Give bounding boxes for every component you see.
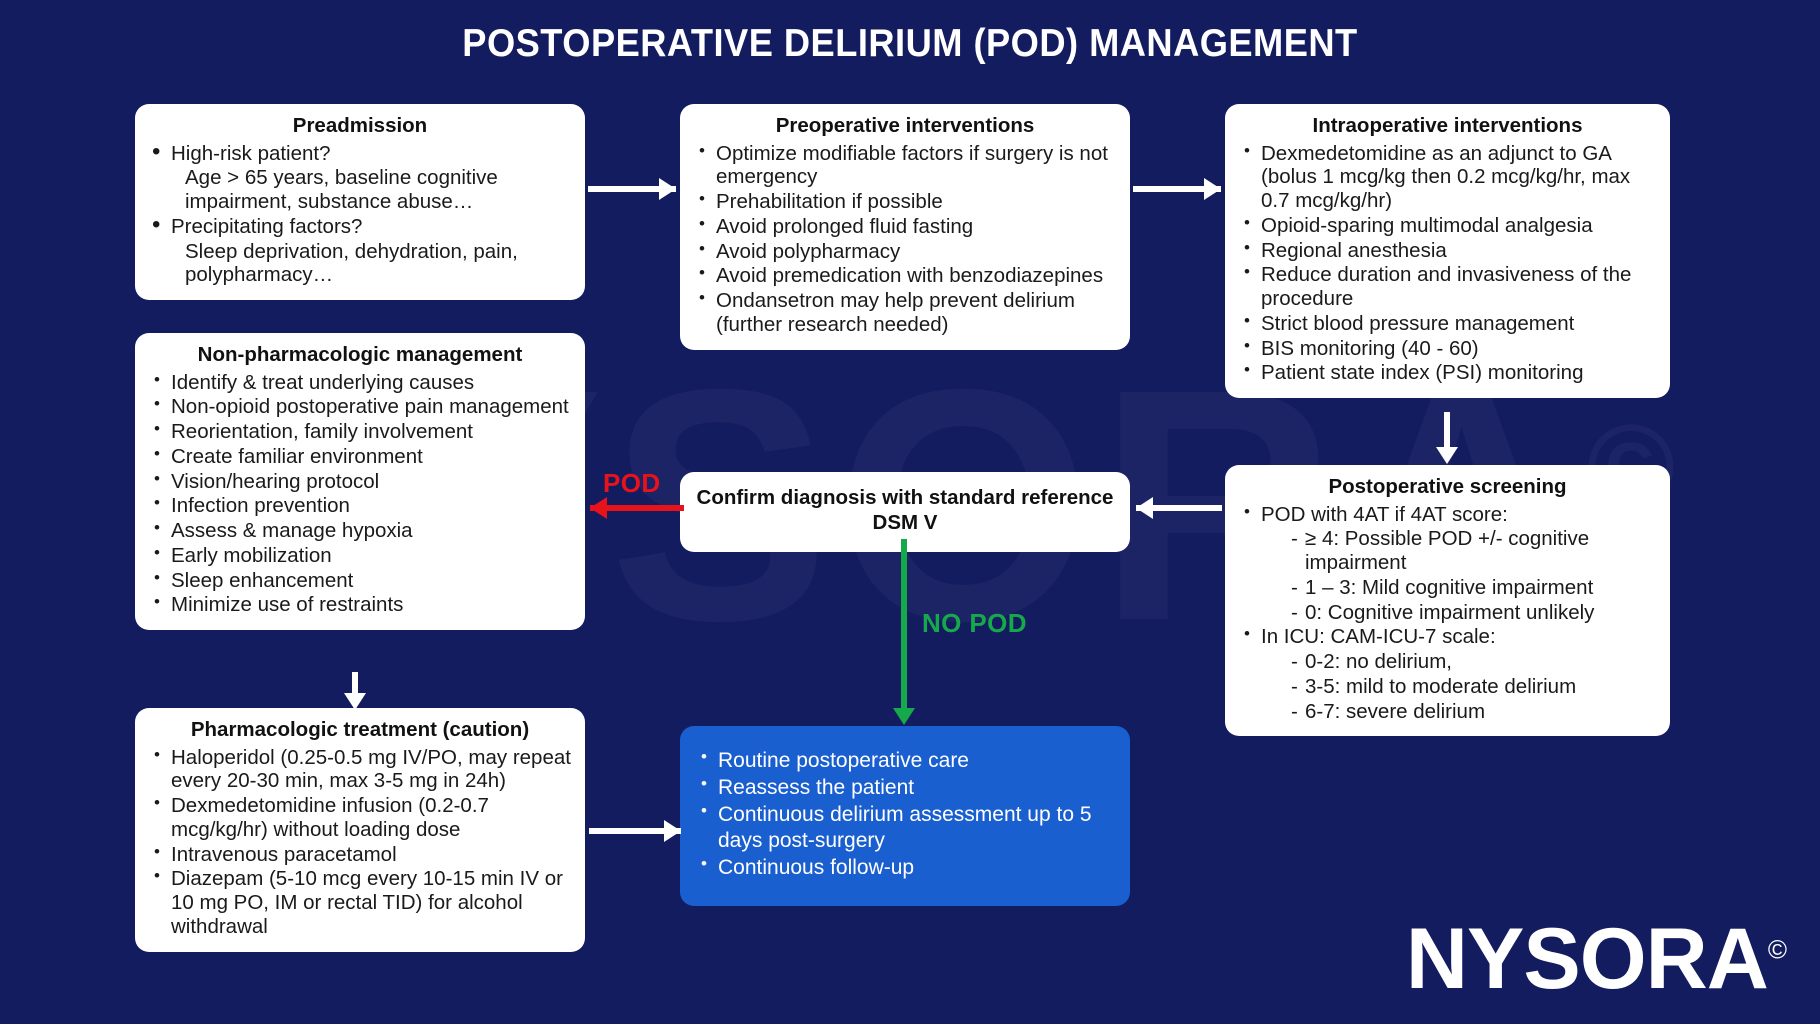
card-preadmission: Preadmission High-risk patient? Age > 65… — [135, 104, 585, 301]
nysora-logo: NYSORA© — [1406, 916, 1787, 1002]
card-pharmacologic-list: Haloperidol (0.25-0.5 mg IV/PO, may repe… — [149, 745, 571, 939]
list-item: Routine postoperative care — [696, 747, 1114, 773]
card-preoperative-title: Preoperative interventions — [775, 114, 1035, 137]
list-item: Identify & treat underlying causes — [149, 370, 571, 395]
card-confirm-diagnosis-title: Confirm diagnosis with standard referenc… — [696, 486, 1114, 534]
list-item: Haloperidol (0.25-0.5 mg IV/PO, may repe… — [149, 745, 571, 794]
list-item: Early mobilization — [149, 543, 571, 568]
card-pharmacologic-treatment: Pharmacologic treatment (caution) Halope… — [135, 708, 585, 952]
list-item: Avoid premedication with benzodiazepines — [694, 263, 1116, 288]
card-postoperative-screening-title: Postoperative screening — [1328, 475, 1567, 498]
page-title: POSTOPERATIVE DELIRIUM (POD) MANAGEMENT — [462, 22, 1358, 65]
list-item: POD with 4AT if 4AT score: — [1239, 502, 1656, 527]
card-postoperative-screening: Postoperative screening POD with 4AT if … — [1225, 465, 1670, 737]
list-item: Avoid prolonged fluid fasting — [694, 214, 1116, 239]
list-item: Intravenous paracetamol — [149, 842, 571, 867]
nysora-logo-text: NYSORA — [1405, 911, 1769, 1007]
edge-label-no-pod: NO POD — [922, 608, 1027, 638]
list-item: Age > 65 years, baseline cognitive impai… — [185, 166, 498, 214]
list-item: Reorientation, family involvement — [149, 419, 571, 444]
card-postoperative-screening-list: POD with 4AT if 4AT score: ≥ 4: Possible… — [1239, 502, 1656, 724]
list-item: Opioid-sparing multimodal analgesia — [1239, 213, 1656, 238]
list-item: Reduce duration and invasiveness of the … — [1239, 262, 1656, 311]
card-preoperative-interventions: Preoperative interventions Optimize modi… — [680, 104, 1130, 350]
list-item: Reassess the patient — [696, 774, 1114, 800]
edge-label-pod: POD — [603, 468, 661, 498]
list-item: Diazepam (5-10 mcg every 10-15 min IV or… — [149, 866, 571, 938]
list-item: Non-opioid postoperative pain management — [149, 394, 571, 419]
list-item: 0: Cognitive impairment unlikely — [1239, 601, 1656, 625]
list-item: Minimize use of restraints — [149, 592, 571, 617]
list-item: Prehabilitation if possible — [694, 189, 1116, 214]
card-preadmission-title: Preadmission — [292, 114, 428, 137]
list-item: Dexmedetomidine infusion (0.2-0.7 mcg/kg… — [149, 793, 571, 842]
list-item: 6-7: severe delirium — [1239, 700, 1656, 724]
list-item: 0-2: no delirium, — [1239, 650, 1656, 674]
list-item: Assess & manage hypoxia — [149, 518, 571, 543]
card-pharmacologic-title: Pharmacologic treatment (caution) — [190, 718, 530, 741]
card-routine-list: Routine postoperative care Reassess the … — [696, 747, 1114, 880]
list-item: Precipitating factors? — [149, 211, 571, 239]
list-item: Sleep deprivation, dehydration, pain, po… — [185, 239, 518, 287]
list-item: Optimize modifiable factors if surgery i… — [694, 141, 1116, 190]
card-non-pharmacologic-list: Identify & treat underlying causes Non-o… — [149, 370, 571, 618]
list-item: Avoid polypharmacy — [694, 239, 1116, 264]
card-preadmission-list: High-risk patient? Age > 65 years, basel… — [149, 138, 571, 288]
card-non-pharmacologic-title: Non-pharmacologic management — [197, 343, 523, 366]
nysora-logo-copyright-mark: © — [1767, 934, 1787, 965]
list-item: Continuous delirium assessment up to 5 d… — [696, 801, 1114, 852]
list-item: BIS monitoring (40 - 60) — [1239, 336, 1656, 361]
list-item: 3-5: mild to moderate delirium — [1239, 675, 1656, 699]
card-non-pharmacologic-management: Non-pharmacologic management Identify & … — [135, 333, 585, 631]
list-item: Sleep enhancement — [149, 568, 571, 593]
list-item: Vision/hearing protocol — [149, 469, 571, 494]
list-item: Ondansetron may help prevent delirium (f… — [694, 288, 1116, 337]
list-item: Continuous follow-up — [696, 854, 1114, 880]
list-item: High-risk patient? — [149, 138, 571, 166]
card-preoperative-list: Optimize modifiable factors if surgery i… — [694, 141, 1116, 337]
card-confirm-diagnosis: Confirm diagnosis with standard referenc… — [680, 472, 1130, 553]
list-item: ≥ 4: Possible POD +/- cognitive impairme… — [1239, 527, 1656, 575]
card-intraoperative-list: Dexmedetomidine as an adjunct to GA (bol… — [1239, 141, 1656, 386]
card-intraoperative-interventions: Intraoperative interventions Dexmedetomi… — [1225, 104, 1670, 399]
list-item: Strict blood pressure management — [1239, 311, 1656, 336]
card-intraoperative-title: Intraoperative interventions — [1312, 114, 1583, 137]
card-routine-postoperative-care: Routine postoperative care Reassess the … — [680, 726, 1130, 906]
list-item: 1 – 3: Mild cognitive impairment — [1239, 576, 1656, 600]
list-item: Dexmedetomidine as an adjunct to GA (bol… — [1239, 141, 1656, 213]
list-item: Infection prevention — [149, 493, 571, 518]
list-item: Create familiar environment — [149, 444, 571, 469]
list-item: Regional anesthesia — [1239, 238, 1656, 263]
list-item: In ICU: CAM-ICU-7 scale: — [1239, 624, 1656, 649]
list-item: Patient state index (PSI) monitoring — [1239, 360, 1656, 385]
